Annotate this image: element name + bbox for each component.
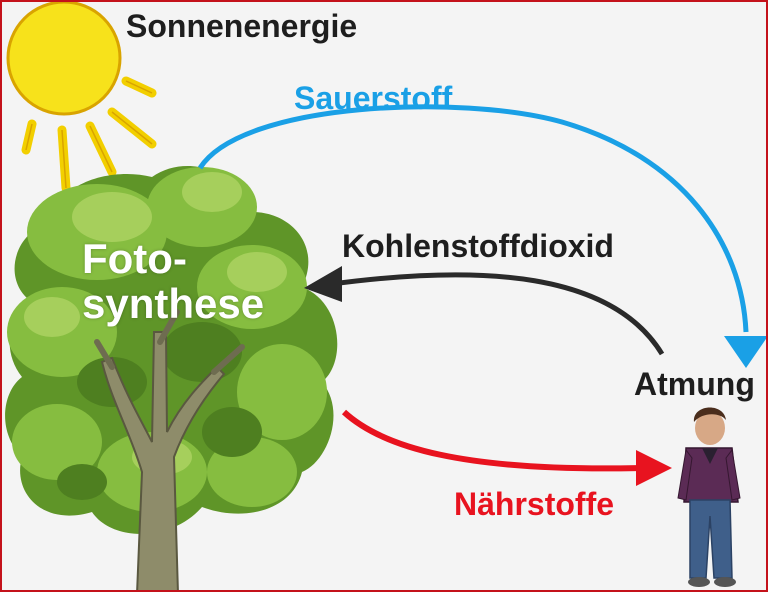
oxygen-label: Sauerstoff <box>294 80 453 116</box>
co2-arrowhead <box>304 266 342 302</box>
oxygen-arrow <box>197 104 749 333</box>
photosynthesis-label: Foto- synthese <box>82 236 264 327</box>
person-icon <box>677 407 741 587</box>
photosynthesis-line-1: Foto- <box>82 235 187 282</box>
oxygen-arrowhead <box>724 336 766 368</box>
sun-energy-label: Sonnenenergie <box>126 8 358 44</box>
nutrients-arrow <box>341 409 643 472</box>
respiration-label: Atmung <box>634 366 755 402</box>
co2-arrow <box>331 272 665 356</box>
tree-icon <box>5 165 338 590</box>
nutrients-arrowhead <box>636 450 672 486</box>
co2-label: Kohlenstoffdioxid <box>342 228 614 264</box>
photosynthesis-line-2: synthese <box>82 280 265 328</box>
nutrients-label: Nährstoffe <box>454 486 615 522</box>
